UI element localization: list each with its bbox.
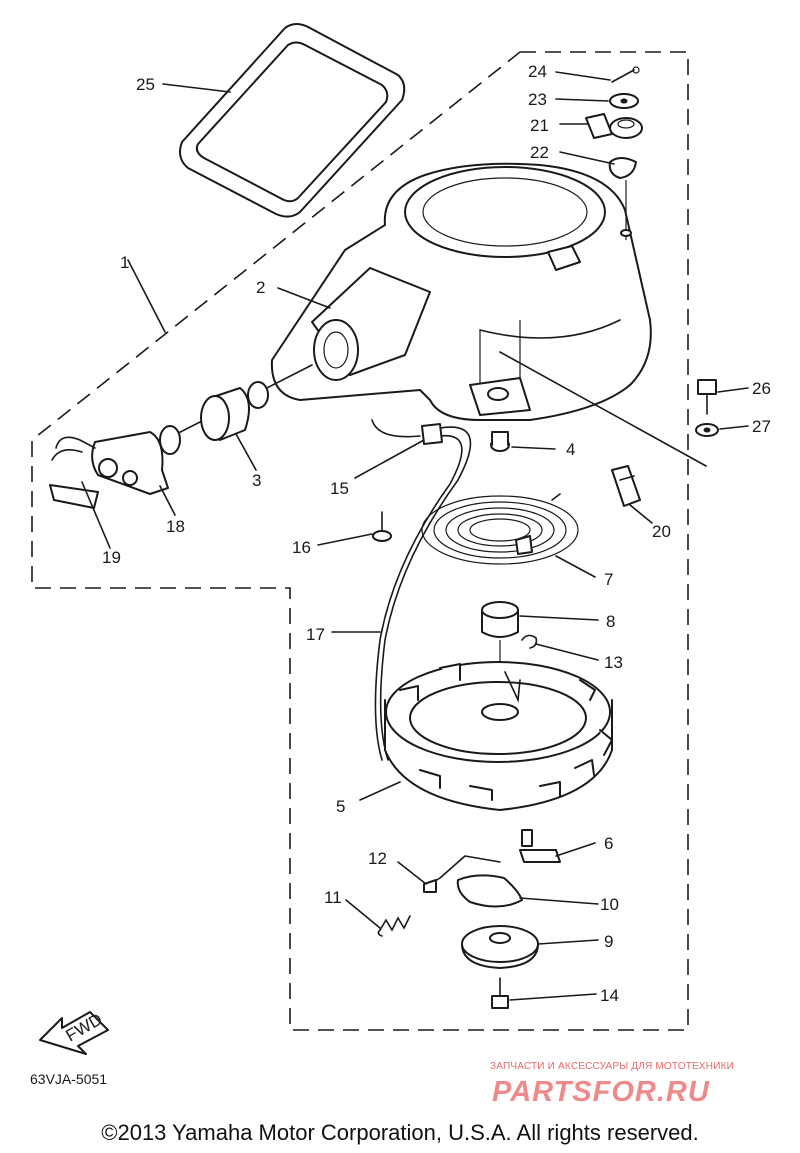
part-3-seal — [200, 381, 269, 441]
callout-7: 7 — [604, 570, 613, 589]
part-14-bolt — [491, 977, 509, 1009]
callout-27: 27 — [752, 417, 771, 436]
callout-20: 20 — [652, 522, 671, 541]
part-2-handle-guide — [311, 267, 431, 381]
part-17-cable — [371, 419, 472, 761]
callout-3: 3 — [252, 471, 261, 490]
callout-5: 5 — [336, 797, 345, 816]
part-25-gasket — [179, 23, 406, 218]
part-23-washer — [609, 93, 639, 109]
callout-6: 6 — [604, 834, 613, 853]
part-1-housing — [270, 162, 652, 421]
part-16-bolt — [372, 511, 392, 542]
callout-labels: 25 1 2 3 4 5 6 7 8 9 10 11 12 13 14 15 1… — [102, 62, 771, 1005]
callout-2: 2 — [256, 278, 265, 297]
callout-19: 19 — [102, 548, 121, 567]
part-22-spring — [608, 157, 637, 179]
callout-8: 8 — [606, 612, 615, 631]
callout-22: 22 — [530, 143, 549, 162]
part-20-bracket — [499, 351, 707, 507]
watermark-brand: PARTSFOR.RU — [492, 1076, 710, 1108]
callout-14: 14 — [600, 986, 619, 1005]
part-19-clip — [49, 436, 99, 509]
callout-21: 21 — [530, 116, 549, 135]
part-12-spring — [423, 855, 501, 893]
part-26-bolt — [697, 379, 717, 415]
callout-18: 18 — [166, 517, 185, 536]
part-9-cover — [461, 925, 539, 969]
callout-15: 15 — [330, 479, 349, 498]
part-8-bushing — [481, 601, 519, 638]
part-7-spring — [421, 493, 579, 565]
callout-13: 13 — [604, 653, 623, 672]
part-21-pulley — [585, 113, 643, 139]
callout-12: 12 — [368, 849, 387, 868]
callout-23: 23 — [528, 90, 547, 109]
callout-25: 25 — [136, 75, 155, 94]
drawing-code: 63VJA-5051 — [30, 1071, 108, 1087]
callout-4: 4 — [566, 440, 575, 459]
callout-17: 17 — [306, 625, 325, 644]
part-24-cotter-pin — [611, 66, 640, 83]
watermark-subtitle: ЗАПЧАСТИ И АКСЕССУАРЫ ДЛЯ МОТОТЕХНИКИ — [490, 1061, 735, 1072]
callout-24: 24 — [528, 62, 547, 81]
part-13-clip — [521, 634, 538, 649]
callout-9: 9 — [604, 932, 613, 951]
leader-lines — [81, 71, 749, 1001]
callout-1: 1 — [120, 253, 129, 272]
part-18-starter-handle — [91, 425, 181, 495]
part-27-washer — [695, 423, 719, 437]
part-11-spring — [377, 915, 411, 937]
copyright-notice: ©2013 Yamaha Motor Corporation, U.S.A. A… — [101, 1120, 699, 1145]
fwd-arrow-icon: FWD — [39, 1010, 109, 1055]
callout-10: 10 — [600, 895, 619, 914]
part-6-pawl — [519, 829, 561, 863]
callout-11: 11 — [324, 888, 342, 907]
part-5-sheave-drum — [384, 661, 613, 811]
assembly-boundary — [31, 51, 689, 1031]
part-4-collar — [490, 431, 510, 452]
callout-26: 26 — [752, 379, 771, 398]
callout-16: 16 — [292, 538, 311, 557]
part-10-plate — [456, 874, 523, 908]
